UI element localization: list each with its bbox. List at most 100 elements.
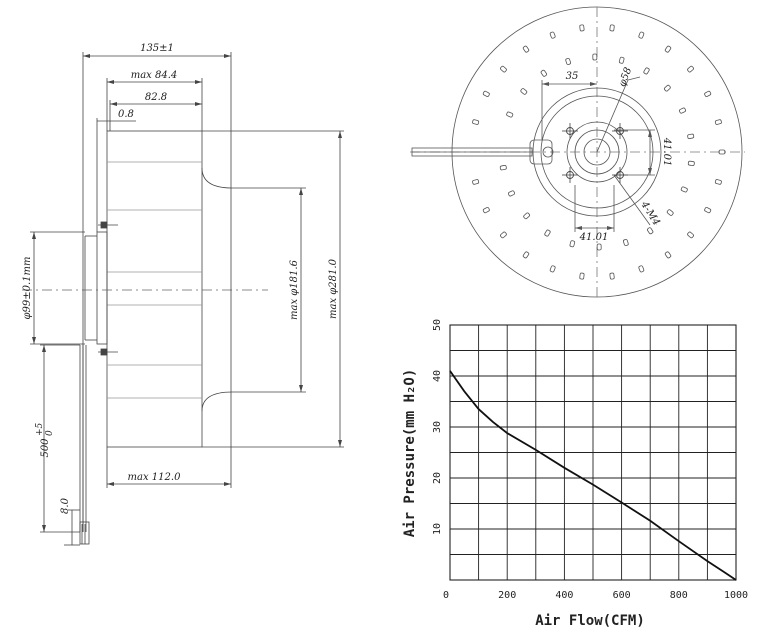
- impeller-hole: [472, 179, 480, 185]
- chart-grid: [449, 324, 737, 581]
- screw-bottom: [98, 348, 118, 356]
- shaft-circle: [583, 138, 611, 166]
- y-tick-label: 50: [432, 319, 443, 331]
- dim-max-width: max 112.0: [128, 472, 182, 483]
- front-view-drawing: [410, 6, 745, 298]
- impeller-hole: [549, 265, 556, 273]
- impeller-hole: [714, 179, 722, 185]
- dim-inner-diameter: max φ181.6: [289, 259, 300, 320]
- impeller-hole: [523, 212, 530, 220]
- impeller-hole: [714, 119, 722, 125]
- cable-connector: [79, 521, 90, 545]
- dim-cable-tol-lower: 0: [45, 430, 55, 436]
- hub-plate: [96, 231, 108, 345]
- dim-bolt-circle: φ58: [617, 66, 634, 88]
- dim-depth: 82.8: [145, 92, 167, 103]
- impeller-hole: [618, 56, 625, 64]
- bolt-marker: [562, 167, 578, 183]
- impeller-hole: [506, 111, 514, 118]
- impeller-hole: [520, 88, 528, 95]
- x-axis-label: Air Flow(CFM): [535, 613, 645, 629]
- pressure-flow-curve: [449, 370, 737, 581]
- x-tick-label: 600: [613, 590, 631, 601]
- impeller-hole: [679, 107, 686, 114]
- dim-max-depth: max 84.4: [131, 70, 178, 81]
- impeller-hole: [638, 265, 645, 273]
- bolt-marker: [612, 167, 628, 183]
- impeller-hole: [500, 231, 507, 239]
- y-tick-label: 20: [432, 472, 443, 484]
- impeller-hole: [522, 45, 530, 53]
- impeller-hole: [482, 90, 490, 97]
- dimension-arrows: [32, 54, 342, 532]
- y-tick-label: 30: [432, 421, 443, 433]
- bolt-marker: [562, 123, 578, 139]
- performance-curve-chart: 0 200 400 600 800 1000 10 20 30 40 50 Air Flow(CF…: [402, 319, 748, 629]
- bolt-marker: [612, 123, 628, 139]
- impeller-hole: [522, 251, 530, 259]
- cable-grommet: [529, 139, 553, 165]
- x-tick-label: 1000: [724, 590, 748, 601]
- mounting-bolts: [562, 123, 628, 183]
- impeller-hole: [638, 31, 645, 39]
- impeller-hole: [687, 231, 694, 239]
- impeller-hole: [579, 24, 585, 32]
- impeller-hole: [569, 240, 576, 248]
- impeller-hole: [664, 251, 672, 259]
- impeller-hole: [704, 207, 712, 214]
- x-tick-label: 800: [670, 590, 688, 601]
- impeller-hole: [500, 65, 507, 73]
- impeller-hole: [540, 69, 547, 77]
- impeller-hole: [718, 149, 726, 155]
- impeller-hole: [549, 31, 556, 39]
- side-view-drawing: [22, 52, 344, 546]
- hub-center: [574, 129, 620, 175]
- impeller-hole: [609, 24, 615, 32]
- impeller-hole: [647, 227, 654, 235]
- impeller-hole: [472, 119, 480, 125]
- impeller-hole: [643, 67, 650, 75]
- y-tick-label: 40: [432, 370, 443, 382]
- impeller-hole: [565, 58, 571, 65]
- impeller-hole: [499, 165, 507, 171]
- y-tick-labels: 10 20 30 40 50: [432, 319, 443, 535]
- impeller-hole: [687, 160, 695, 166]
- x-tick-label: 0: [443, 590, 449, 601]
- hub-inner-ring: [566, 121, 628, 183]
- dim-offset: 0.8: [118, 109, 134, 120]
- impeller-hole: [664, 84, 671, 92]
- impeller-hole: [579, 272, 585, 280]
- dim-pcd-bottom: 41.01: [579, 232, 609, 243]
- y-axis-label: Air Pressure(mm H₂O): [402, 369, 418, 538]
- impeller-hole: [544, 229, 551, 237]
- inlet-arc-top: [201, 167, 233, 189]
- hub-outer-ring: [532, 87, 662, 217]
- hub-ring: [540, 95, 654, 209]
- dim-cable-length: 500 +5 0: [35, 422, 55, 457]
- impeller-hole: [508, 190, 515, 197]
- impeller-hole: [609, 272, 615, 280]
- dim-pcd-right: 41.01: [661, 137, 672, 167]
- x-tick-label: 200: [498, 590, 516, 601]
- dim-hub-diameter: φ99±0.1mm: [22, 257, 33, 320]
- dim-outer-diameter: max φ281.0: [328, 258, 339, 319]
- impeller-hole: [592, 53, 598, 61]
- y-tick-label: 10: [432, 523, 443, 535]
- dim-cable-length-value: 500: [40, 438, 51, 458]
- inlet-arc-bottom: [201, 391, 233, 412]
- dim-lead-length: 8.0: [60, 497, 71, 514]
- dim-cable-tol-upper: +5: [35, 422, 45, 436]
- impeller-hole: [596, 243, 602, 251]
- impeller-body: [106, 130, 203, 448]
- dim-offset-35: 35: [566, 71, 579, 82]
- impeller-hole: [664, 45, 672, 53]
- impeller-hole: [666, 209, 674, 216]
- impeller-hole: [680, 186, 688, 193]
- x-tick-label: 400: [555, 590, 573, 601]
- dim-overall-width: 135±1: [140, 43, 174, 54]
- screw-top: [98, 221, 118, 229]
- impeller-hole: [687, 65, 694, 73]
- impeller-hole: [704, 90, 712, 97]
- impeller-hole-pattern: [472, 24, 726, 280]
